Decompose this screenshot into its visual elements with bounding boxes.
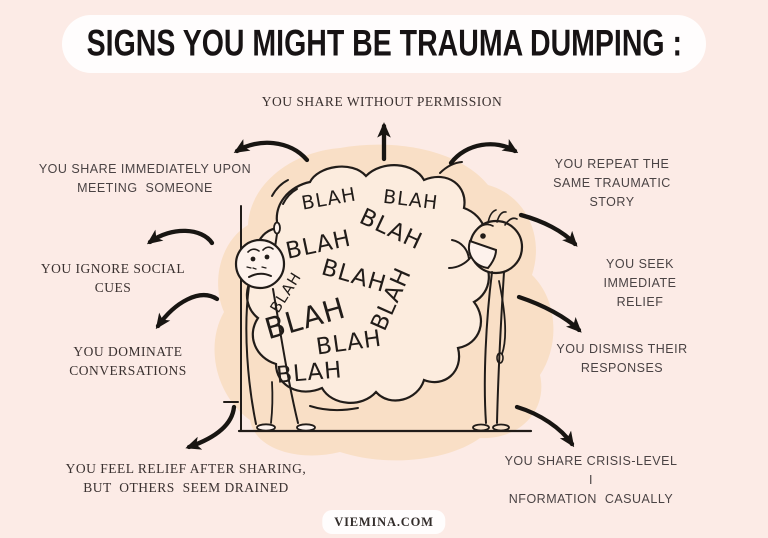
sign-label-dismiss-responses: YOU DISMISS THEIR RESPONSES xyxy=(556,342,688,375)
sign-label-ignore-cues: YOU IGNORE SOCIAL CUES xyxy=(40,261,186,296)
listener-hand xyxy=(273,221,281,235)
speaker-foot xyxy=(492,423,510,432)
speaker-foot xyxy=(472,423,490,432)
speech-bubble-tail xyxy=(448,239,471,269)
listener-head xyxy=(234,238,286,290)
speaker-body xyxy=(483,271,493,424)
page-title: SIGNS YOU MIGHT BE TRAUMA DUMPING : xyxy=(86,22,682,64)
sign-label-crisis-info: YOU SHARE CRISIS-LEVEL I NFORMATION CASU… xyxy=(504,454,678,506)
arrow-top-right xyxy=(448,139,519,166)
listener-frown xyxy=(248,272,272,278)
arrow-left-mid xyxy=(146,228,215,246)
speaker-mouth xyxy=(468,239,498,270)
title-banner: SIGNS YOU MIGHT BE TRAUMA DUMPING : xyxy=(62,15,706,73)
speaker-figure xyxy=(468,209,524,432)
sign-label-share-immediately: YOU SHARE IMMEDIATELY UPON MEETING SOMEO… xyxy=(38,162,252,195)
arrow-bottom-left xyxy=(185,404,237,450)
arrow-left-lower xyxy=(155,293,220,330)
speaker-hand xyxy=(496,352,504,364)
listener-figure xyxy=(234,221,316,432)
sign-label-repeat-story: YOU REPEAT THE SAME TRAUMATIC STORY xyxy=(553,157,671,209)
listener-foot xyxy=(256,423,276,432)
arrow-right-mid xyxy=(518,212,578,247)
motion-marks xyxy=(271,161,463,412)
listener-body xyxy=(245,285,257,425)
footer: VIEMINA.COM xyxy=(322,510,446,534)
arrow-bottom-right xyxy=(514,404,575,448)
sign-label-seek-relief: YOU SEEK IMMEDIATE RELIEF xyxy=(603,257,677,309)
listener-foot xyxy=(296,423,316,432)
background-blob xyxy=(214,144,554,461)
sign-label-share-without-permission: YOU SHARE WITHOUT PERMISSION xyxy=(261,94,503,109)
footer-site-text: VIEMINA.COM xyxy=(334,515,434,529)
sign-label-dominate: YOU DOMINATE CONVERSATIONS xyxy=(69,344,187,379)
sign-label-relief-drained: YOU FEEL RELIEF AFTER SHARING, BUT OTHER… xyxy=(65,461,307,496)
speaker-hair xyxy=(487,209,518,226)
arrow-right-lower xyxy=(516,294,582,333)
speaker-arm xyxy=(498,280,507,355)
arrow-top-left xyxy=(233,139,310,163)
